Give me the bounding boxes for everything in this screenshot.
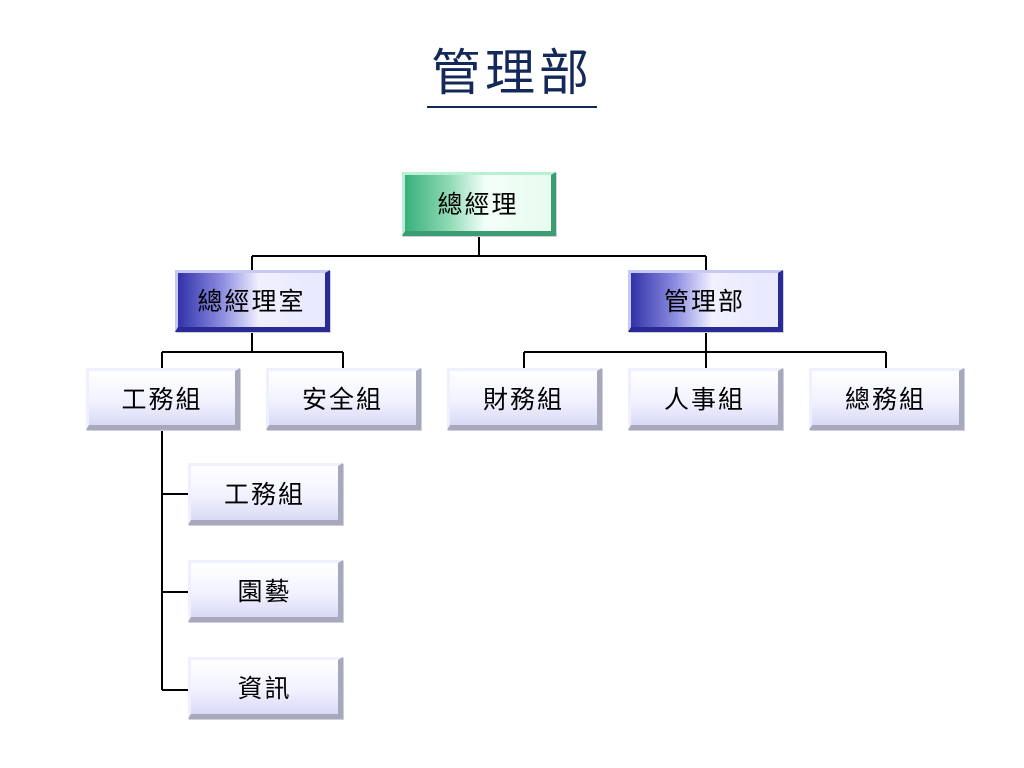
node-safety: 安全組 xyxy=(266,368,421,430)
node-hr: 人事組 xyxy=(628,368,783,430)
node-sub-engineering: 工務組 xyxy=(188,463,343,525)
node-gm-office: 總經理室 xyxy=(175,270,330,332)
page-title: 管理部 xyxy=(0,40,1024,108)
node-general-manager: 總經理 xyxy=(402,172,556,236)
node-admin-dept: 管理部 xyxy=(628,270,783,332)
node-sub-gardening: 園藝 xyxy=(188,560,343,622)
node-sub-it: 資訊 xyxy=(188,657,343,719)
node-general-affairs: 總務組 xyxy=(809,368,964,430)
page-title-text: 管理部 xyxy=(427,44,597,108)
node-finance: 財務組 xyxy=(447,368,602,430)
node-engineering: 工務組 xyxy=(86,368,240,430)
